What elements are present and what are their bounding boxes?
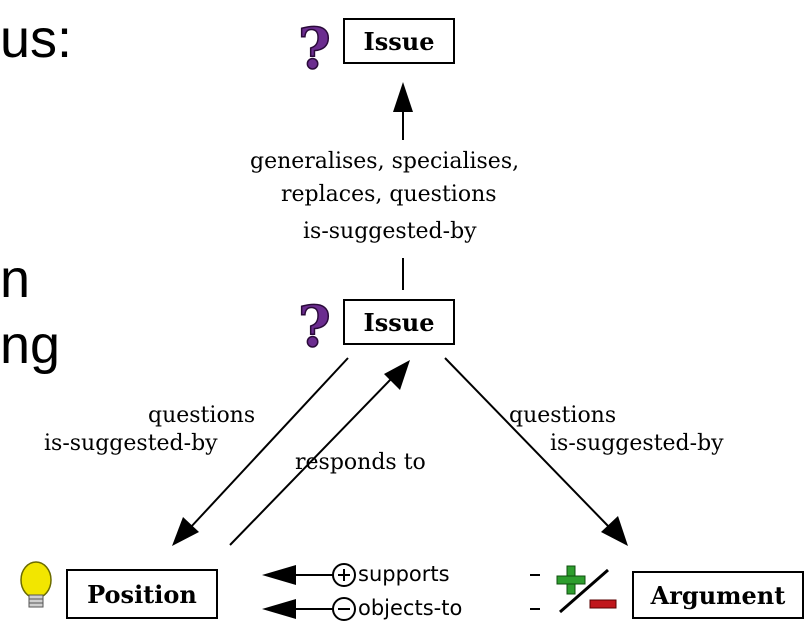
question-mark-icon-mid: ?	[297, 293, 331, 361]
objects-to-label: objects-to	[358, 596, 463, 620]
responds-to-label: responds to	[295, 450, 426, 475]
supports-arrowhead	[262, 565, 296, 585]
svg-text:?: ?	[298, 294, 331, 360]
issue-node-mid: Issue	[343, 299, 455, 345]
left-edge-label-2: is-suggested-by	[44, 431, 218, 456]
issue-to-argument-line	[444, 357, 611, 529]
svg-text:?: ?	[298, 16, 331, 82]
issue-to-position-line	[189, 357, 349, 529]
vertical-edge-label-2: replaces, questions	[281, 182, 497, 207]
lightbulb-icon	[20, 561, 52, 608]
vertical-edge-label-3: is-suggested-by	[303, 219, 477, 244]
issue-to-position-arrowhead	[172, 517, 199, 546]
plus-minus-icon	[556, 565, 617, 614]
position-node: Position	[66, 569, 218, 619]
issue-node-top: Issue	[343, 18, 455, 64]
slide-text-fragment-3: ng	[0, 315, 61, 375]
position-to-issue-arrowhead	[384, 360, 410, 390]
left-edge-label-1: questions	[148, 403, 256, 428]
objects-to-arrowhead	[262, 599, 296, 619]
vertical-edge-label-1: generalises, specialises,	[250, 149, 520, 174]
slide-text-fragment-2: n	[0, 249, 31, 309]
slide-text-fragment-1: us:	[0, 9, 73, 69]
position-to-issue-line	[229, 377, 393, 546]
right-edge-label-1: questions	[509, 403, 617, 428]
question-mark-icon-top: ?	[297, 15, 331, 83]
issue-to-argument-arrowhead	[601, 516, 628, 546]
supports-label: supports	[358, 562, 450, 586]
vertical-arrowhead	[393, 82, 413, 112]
right-edge-label-2: is-suggested-by	[550, 431, 724, 456]
argument-node: Argument	[632, 571, 804, 619]
